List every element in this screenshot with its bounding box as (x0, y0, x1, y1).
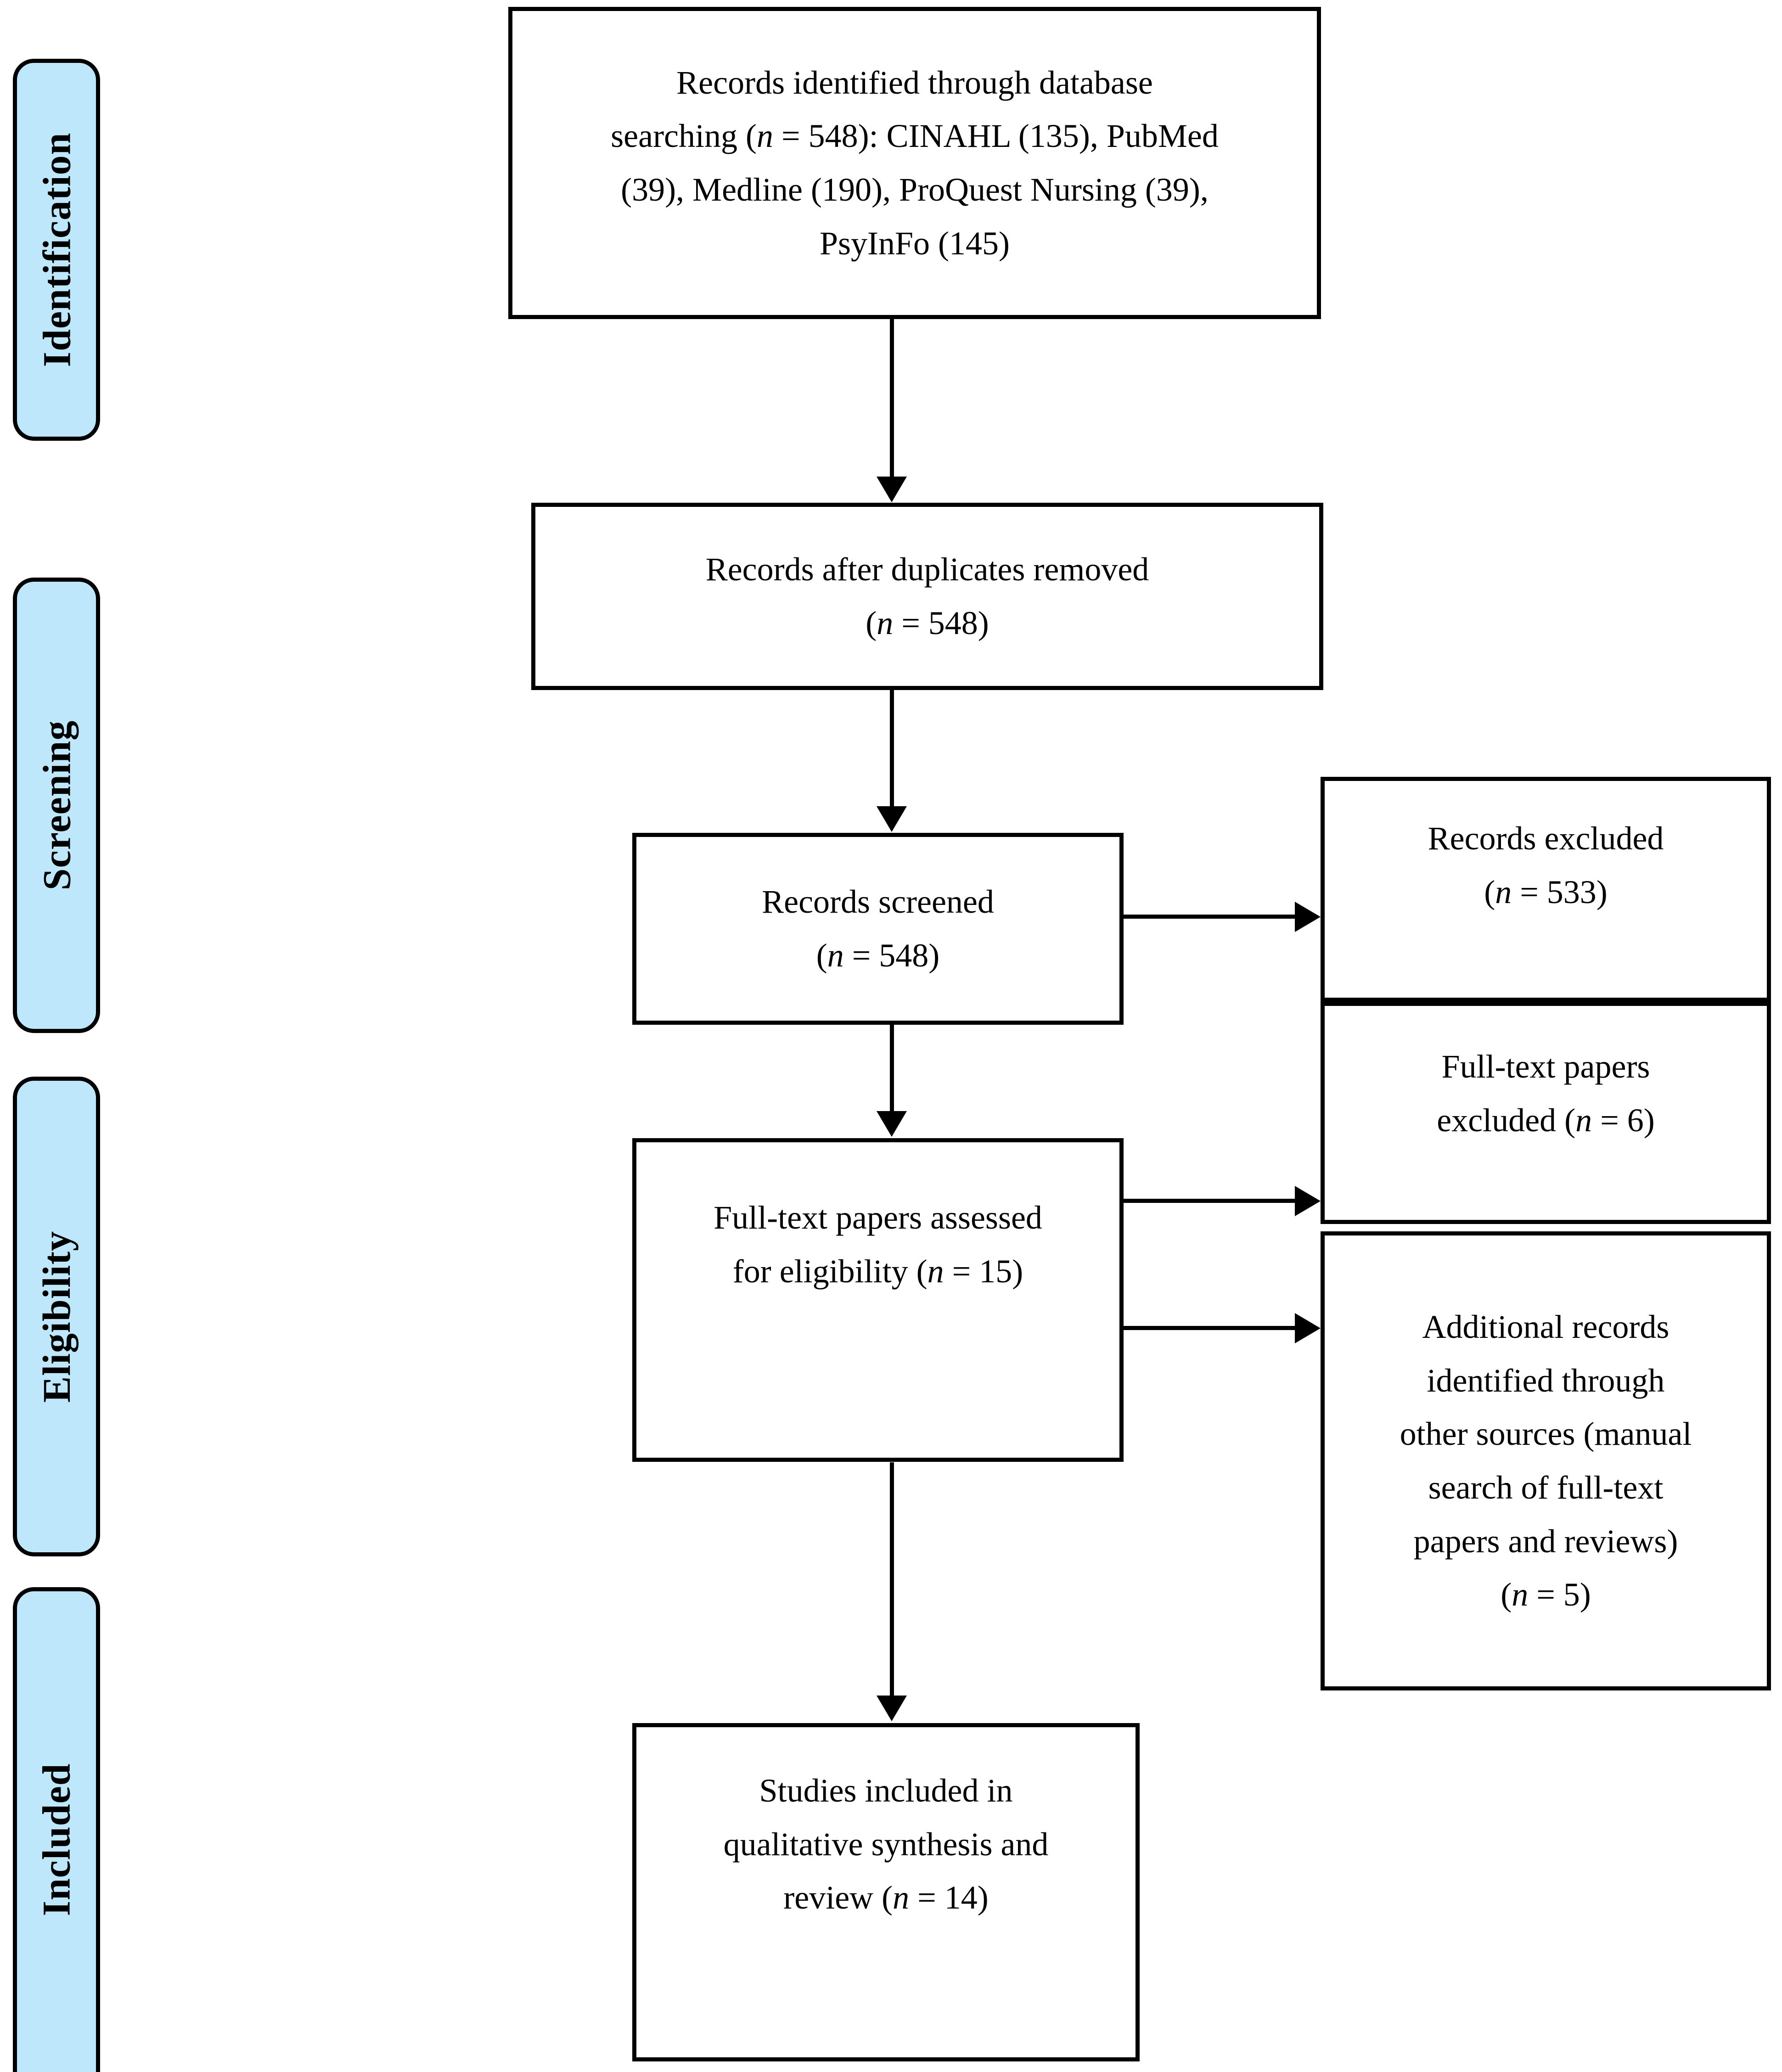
text-line: papers and reviews) (1413, 1522, 1678, 1560)
text-line: ( (866, 605, 877, 641)
arrow-duplicates-to-screened (877, 806, 907, 832)
italic-n: n (877, 605, 894, 641)
box-fulltext-excluded: Full-text papers excluded (n = 6) (1321, 1002, 1771, 1224)
text-line: searching ( (611, 118, 757, 155)
box-records-excluded: Records excluded (n = 533) (1321, 777, 1771, 1002)
stage-box-included: Included (13, 1587, 100, 2072)
text-line: = 5) (1528, 1576, 1591, 1613)
arrow-identified-to-duplicates (877, 477, 907, 502)
text-line: review ( (783, 1879, 893, 1916)
connector-assessed-to-additional-records (1124, 1326, 1300, 1330)
italic-n: n (927, 1252, 944, 1290)
box-additional-records-text: Additional records identified through ot… (1388, 1300, 1704, 1622)
text-line: = 533) (1512, 874, 1608, 910)
connector-screened-to-assessed (890, 1025, 894, 1112)
connector-identified-to-duplicates (890, 319, 894, 477)
text-line: identified through (1427, 1362, 1665, 1399)
box-records-after-duplicates-text: Records after duplicates removed (n = 54… (694, 543, 1161, 650)
box-records-excluded-text: Records excluded (n = 533) (1416, 812, 1676, 919)
text-line: ( (816, 937, 827, 974)
box-fulltext-excluded-text: Full-text papers excluded (n = 6) (1425, 1040, 1666, 1147)
arrow-screened-to-assessed (877, 1111, 907, 1137)
text-line: Records screened (762, 883, 994, 921)
italic-n: n (1495, 874, 1512, 910)
text-line: = 548): CINAHL (135), PubMed (773, 118, 1219, 155)
box-records-identified-text: Records identified through database sear… (599, 56, 1231, 270)
italic-n: n (757, 118, 773, 155)
text-line: (39), Medline (190), ProQuest Nursing (3… (621, 171, 1209, 208)
box-records-after-duplicates: Records after duplicates removed (n = 54… (531, 503, 1323, 690)
box-records-screened-text: Records screened (n = 548) (750, 875, 1006, 982)
stage-label-identification: Identification (34, 132, 79, 367)
box-additional-records: Additional records identified through ot… (1321, 1231, 1771, 1690)
text-line: Full-text papers (1441, 1048, 1650, 1085)
text-line: = 548) (843, 937, 940, 974)
arrow-assessed-to-included (877, 1696, 907, 1721)
text-line: excluded ( (1437, 1102, 1576, 1139)
text-line: Full-text papers assessed (714, 1199, 1042, 1236)
text-line: qualitative synthesis and (723, 1825, 1049, 1863)
text-line: search of full-text (1428, 1469, 1664, 1506)
connector-duplicates-to-screened (890, 690, 894, 807)
box-records-screened: Records screened (n = 548) (632, 833, 1124, 1025)
text-line: other sources (manual (1400, 1415, 1692, 1453)
italic-n: n (893, 1879, 910, 1916)
stage-box-eligibility: Eligibility (13, 1077, 100, 1556)
box-fulltext-assessed-text: Full-text papers assessed for eligibilit… (702, 1191, 1054, 1298)
connector-assessed-to-included (890, 1462, 894, 1696)
connector-screened-to-excluded (1124, 915, 1300, 919)
text-line: Additional records (1422, 1308, 1670, 1346)
box-included-studies-text: Studies included in qualitative synthesi… (712, 1764, 1061, 1925)
italic-n: n (827, 937, 844, 974)
arrow-screened-to-excluded (1295, 902, 1321, 932)
box-fulltext-assessed: Full-text papers assessed for eligibilit… (632, 1138, 1124, 1462)
text-line: Records identified through database (676, 64, 1153, 101)
text-line: Records excluded (1428, 820, 1664, 857)
box-records-identified: Records identified through database sear… (508, 7, 1321, 319)
italic-n: n (1575, 1102, 1592, 1139)
stage-label-screening: Screening (34, 720, 79, 891)
italic-n: n (1512, 1576, 1529, 1613)
text-line: ( (1501, 1576, 1512, 1613)
text-line: ( (1484, 874, 1495, 910)
text-line: Records after duplicates removed (705, 551, 1149, 588)
connector-assessed-to-fulltext-excluded (1124, 1199, 1300, 1203)
arrow-assessed-to-fulltext-excluded (1295, 1186, 1321, 1216)
text-line: = 548) (893, 605, 989, 641)
stage-label-eligibility: Eligibility (34, 1230, 79, 1403)
text-line: for eligibility ( (732, 1252, 928, 1290)
box-included-studies: Studies included in qualitative synthesi… (632, 1723, 1140, 2061)
stage-box-identification: Identification (13, 59, 100, 441)
text-line: PsyInFo (145) (819, 225, 1010, 262)
stage-box-screening: Screening (13, 578, 100, 1033)
text-line: Studies included in (759, 1772, 1013, 1809)
stage-label-included: Included (34, 1763, 79, 1916)
arrow-assessed-to-additional-records (1295, 1313, 1321, 1343)
text-line: = 15) (944, 1252, 1023, 1290)
text-line: = 14) (909, 1879, 989, 1916)
text-line: = 6) (1592, 1102, 1655, 1139)
